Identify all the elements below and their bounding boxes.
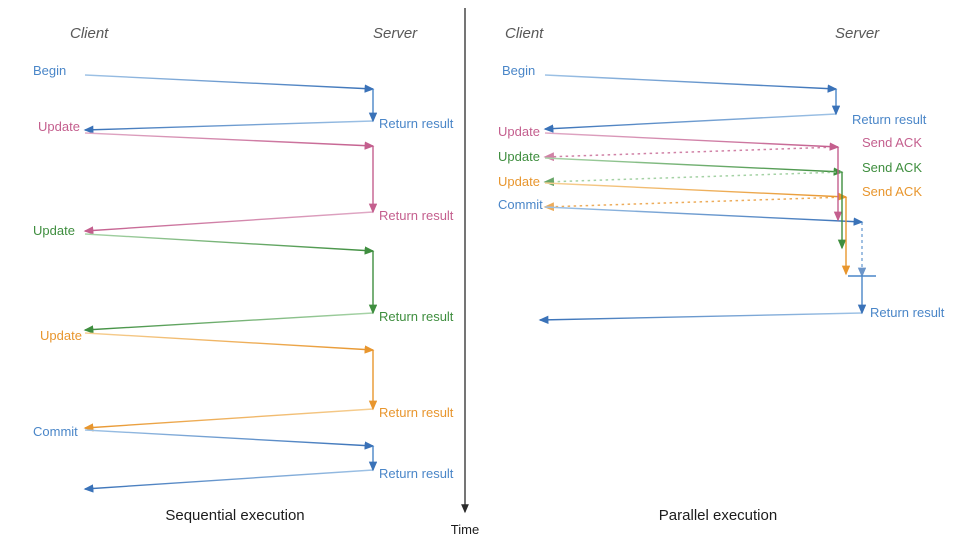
message-label-update-4: Update — [498, 149, 540, 164]
message-label-begin-0: Begin — [502, 63, 535, 78]
message-arrow-response — [83, 211, 374, 235]
message-label-update-6: Update — [498, 174, 540, 189]
message-arrow-response — [543, 113, 837, 133]
message-label-return-result-7: Return result — [379, 405, 454, 420]
message-label-return-result-9: Return result — [870, 305, 945, 320]
message-arrow-request — [544, 182, 848, 201]
panel-caption-sequential: Sequential execution — [165, 507, 304, 524]
message-label-return-result-3: Return result — [379, 208, 454, 223]
message-label-return-result-9: Return result — [379, 466, 454, 481]
message-arrow-response — [543, 171, 843, 187]
message-arrow-request — [544, 206, 864, 226]
message-arrow-layer — [83, 74, 864, 493]
message-arrow-request — [544, 74, 838, 93]
message-arrow-request — [84, 233, 375, 255]
message-label-send-ack-7: Send ACK — [862, 184, 922, 199]
message-arrow-request — [544, 157, 844, 176]
message-arrow-request — [544, 132, 840, 151]
message-arrow-response — [538, 312, 863, 325]
message-arrow-request — [84, 132, 375, 150]
message-label-update-4: Update — [33, 223, 75, 238]
message-label-return-result-1: Return result — [379, 116, 454, 131]
message-label-send-ack-5: Send ACK — [862, 160, 922, 175]
message-arrow-response — [83, 312, 374, 334]
message-label-update-2: Update — [498, 124, 540, 139]
message-label-commit-8: Commit — [498, 197, 543, 212]
message-label-begin-0: Begin — [33, 63, 66, 78]
message-label-send-ack-3: Send ACK — [862, 135, 922, 150]
time-axis: Time — [451, 8, 479, 537]
message-arrow-response — [83, 469, 374, 493]
message-arrow-request — [84, 332, 375, 354]
actor-label-server: Server — [835, 25, 880, 42]
message-label-return-result-5: Return result — [379, 309, 454, 324]
actor-label-client: Client — [505, 25, 544, 42]
message-label-update-6: Update — [40, 328, 82, 343]
panel-caption-parallel: Parallel execution — [659, 507, 777, 524]
time-axis-label: Time — [451, 522, 479, 537]
actor-label-server: Server — [373, 25, 418, 42]
message-arrow-request — [84, 429, 375, 450]
message-arrow-response — [83, 408, 374, 432]
message-arrow-response — [83, 120, 374, 134]
message-arrow-request — [84, 74, 375, 93]
message-arrow-response — [543, 196, 847, 212]
activation-bar-layer — [368, 89, 876, 472]
message-label-update-2: Update — [38, 119, 80, 134]
message-arrow-response — [543, 146, 839, 162]
actor-label-client: Client — [70, 25, 109, 42]
message-label-commit-8: Commit — [33, 424, 78, 439]
message-label-return-result-1: Return result — [852, 112, 927, 127]
